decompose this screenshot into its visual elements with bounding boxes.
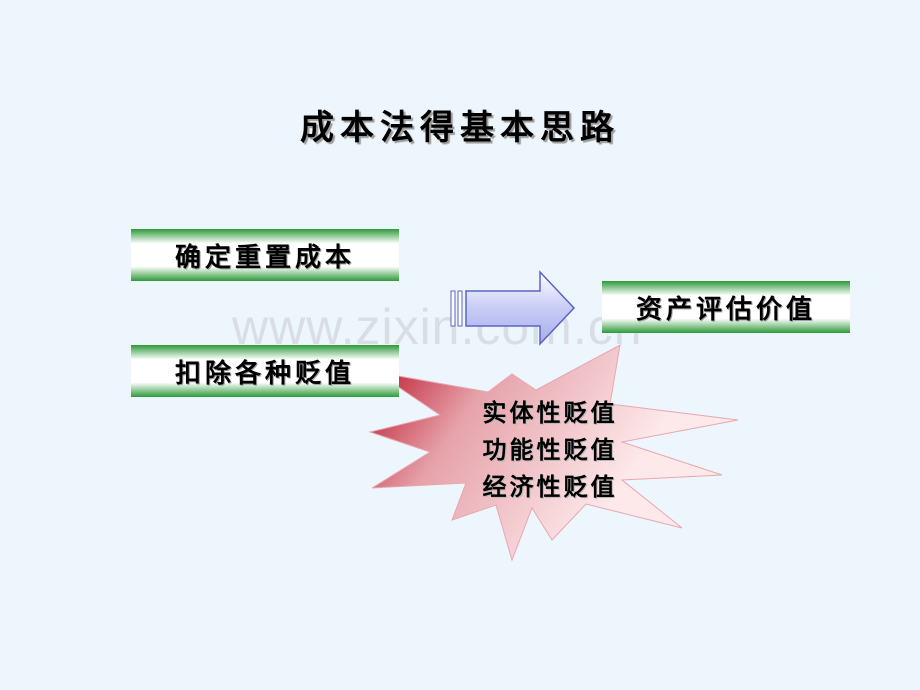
slide-title: 成本法得基本思路 [300,108,620,148]
appraisal-value-box: 资产评估价值 [602,281,850,333]
physical-depreciation-label: 实体性贬值 [482,399,618,427]
depreciation-box: 扣除各种贬值 [131,345,399,397]
functional-depreciation-label: 功能性贬值 [482,436,618,464]
replacement-cost-box: 确定重置成本 [131,229,399,281]
right-arrow-icon [450,270,576,346]
explosion-starburst [368,344,739,562]
economic-depreciation-label: 经济性贬值 [482,473,618,501]
